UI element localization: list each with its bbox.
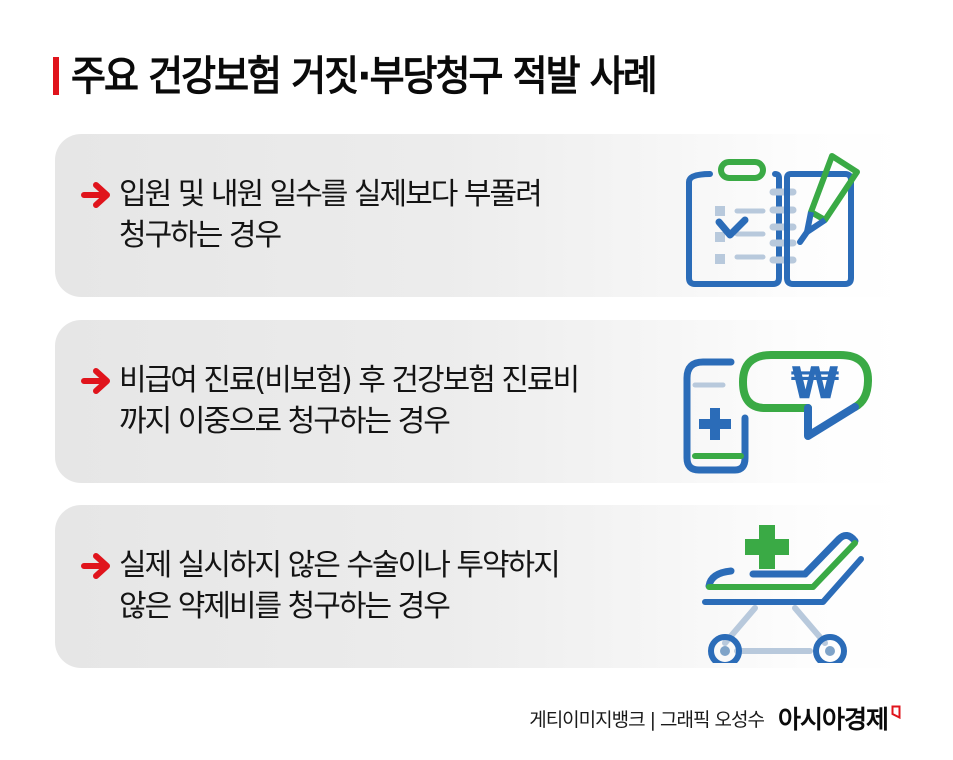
case-text: 실제 실시하지 않은 수술이나 투약하지 않은 약제비를 청구하는 경우 xyxy=(81,545,561,627)
brand-logo: 아시아경제 xyxy=(777,705,889,734)
arrow-right-icon xyxy=(81,182,110,208)
page-header: 주요 건강보험 거짓·부당청구 적발 사례 xyxy=(53,52,658,100)
arrow-right-icon xyxy=(81,553,110,579)
page-title: 주요 건강보험 거짓·부당청구 적발 사례 xyxy=(71,52,658,100)
footer: 게티이미지뱅크 | 그래픽 오성수 아시아경제 xyxy=(529,700,901,736)
case-text-line: 까지 이중으로 청구하는 경우 xyxy=(119,404,451,439)
case-text-line: 비급여 진료(비보험) 후 건강보험 진료비 xyxy=(119,363,580,398)
medical-phone-won-speech-bubble-icon: ₩ xyxy=(683,351,873,474)
case-text-line: 청구하는 경우 xyxy=(119,218,282,253)
case-card-2: 비급여 진료(비보험) 후 건강보험 진료비 까지 이중으로 청구하는 경우 ₩ xyxy=(55,320,905,483)
hospital-stretcher-icon xyxy=(702,525,864,663)
image-credit: 게티이미지뱅크 | 그래픽 오성수 xyxy=(529,708,765,731)
title-accent-bar xyxy=(53,57,59,95)
case-text-line: 않은 약제비를 청구하는 경우 xyxy=(119,589,451,624)
case-text: 비급여 진료(비보험) 후 건강보험 진료비 까지 이중으로 청구하는 경우 xyxy=(81,360,580,442)
case-text: 입원 및 내원 일수를 실제보다 부풀려 청구하는 경우 xyxy=(81,174,543,256)
svg-text:₩: ₩ xyxy=(791,358,840,409)
arrow-right-icon xyxy=(81,368,110,394)
case-text-line: 입원 및 내원 일수를 실제보다 부풀려 xyxy=(119,177,543,212)
case-text-line: 실제 실시하지 않은 수술이나 투약하지 xyxy=(119,548,561,583)
case-card-3: 실제 실시하지 않은 수술이나 투약하지 않은 약제비를 청구하는 경우 xyxy=(55,505,905,668)
case-card-1: 입원 및 내원 일수를 실제보다 부풀려 청구하는 경우 xyxy=(55,134,905,297)
brand-mark-icon xyxy=(891,705,901,719)
clipboard-notebook-pencil-icon xyxy=(686,153,860,287)
